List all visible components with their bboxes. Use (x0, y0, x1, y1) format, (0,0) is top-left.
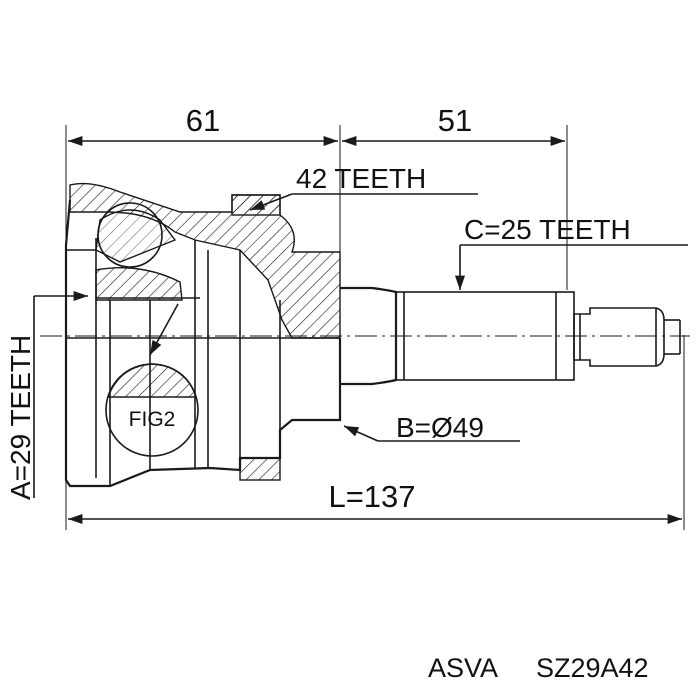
shaft-teeth-label: C=25 TEETH (464, 214, 631, 245)
fig2-detail: FIG2 (105, 363, 199, 457)
outer-teeth-annotation: 42 TEETH (249, 163, 478, 211)
dimension-length-label: L=137 (328, 479, 415, 514)
inner-race-ball (95, 202, 183, 356)
diameter-label: B=Ø49 (396, 412, 484, 443)
dimension-length: L=137 (65, 335, 685, 530)
brand-label: ASVA (428, 653, 498, 683)
part-number-label: SZ29A42 (536, 653, 649, 683)
dimension-61: 61 (65, 103, 341, 300)
dimension-51: 51 (342, 103, 568, 290)
inner-teeth-annotation: A=29 TEETH (5, 290, 88, 500)
dimension-51-label: 51 (438, 103, 472, 138)
diameter-annotation: B=Ø49 (343, 412, 520, 443)
inner-teeth-label: A=29 TEETH (5, 335, 36, 500)
shaft-teeth-annotation: C=25 TEETH (454, 214, 688, 290)
outer-teeth-label: 42 TEETH (296, 163, 426, 194)
fig2-label: FIG2 (129, 408, 176, 431)
dimension-61-label: 61 (186, 103, 220, 138)
